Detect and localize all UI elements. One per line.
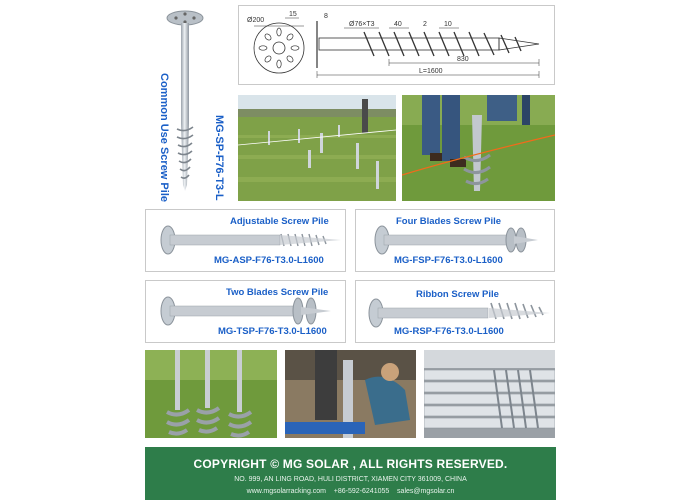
common-use-screw-pile-label: Common Use Screw Pile [158,73,170,202]
machine-installation-photo [285,350,416,438]
two-blades-screw-pile-title: Two Blades Screw Pile [226,287,329,298]
ribbon-screw-pile-model: MG-RSP-F76-T3.0-L1600 [394,326,504,337]
installers-photo [402,95,555,201]
email-link[interactable]: sales@mgsolar.cn [397,488,455,495]
dim-length: L=1600 [419,68,443,75]
four-blades-screw-pile-card: Four Blades Screw Pile MG-FSP-F76-T3.0-L… [355,209,555,272]
main-pile-model-label: MG-SP-F76-T3-L [213,115,225,201]
phone-number: +86-592-6241055 [333,488,390,495]
contact-line: www.mgsolarracking.com +86-592-6241055 s… [145,488,556,495]
company-address: NO. 999, AN LING ROAD, HULI DISTRICT, XI… [234,476,467,483]
dim-8: 8 [324,13,328,20]
dim-flange-diameter: Ø200 [247,17,264,24]
adjustable-screw-pile-model: MG-ASP-F76-T3.0-L1600 [214,255,324,266]
two-blades-screw-pile-card: Two Blades Screw Pile MG-TSP-F76-T3.0-L1… [145,280,346,343]
main-screw-pile-image [160,5,210,195]
adjustable-screw-pile-title: Adjustable Screw Pile [230,216,329,227]
two-blades-screw-pile-model: MG-TSP-F76-T3.0-L1600 [218,326,327,337]
dim-10: 10 [444,21,452,28]
copyright-text: COPYRIGHT © MG SOLAR , ALL RIGHTS RESERV… [193,457,508,471]
copyright-footer: COPYRIGHT © MG SOLAR , ALL RIGHTS RESERV… [145,447,556,500]
website-link[interactable]: www.mgsolarracking.com [246,488,327,495]
piles-in-grass-photo [145,350,277,438]
dim-830: 830 [457,56,469,63]
dim-2: 2 [423,21,427,28]
four-blades-screw-pile-title: Four Blades Screw Pile [396,216,502,227]
technical-drawing-panel: Ø200 15 8 Ø76×T3 40 2 10 830 L=1600 [238,5,555,85]
field-installation-photo [238,95,396,201]
four-blades-screw-pile-model: MG-FSP-F76-T3.0-L1600 [394,255,503,266]
dim-pipe: Ø76×T3 [349,21,375,28]
ribbon-screw-pile-card: Ribbon Screw Pile MG-RSP-F76-T3.0-L1600 [355,280,555,343]
dim-40: 40 [394,21,402,28]
ribbon-screw-pile-title: Ribbon Screw Pile [416,289,499,300]
dim-15: 15 [289,11,297,18]
stacked-piles-photo [424,350,555,438]
adjustable-screw-pile-card: Adjustable Screw Pile MG-ASP-F76-T3.0-L1… [145,209,346,272]
